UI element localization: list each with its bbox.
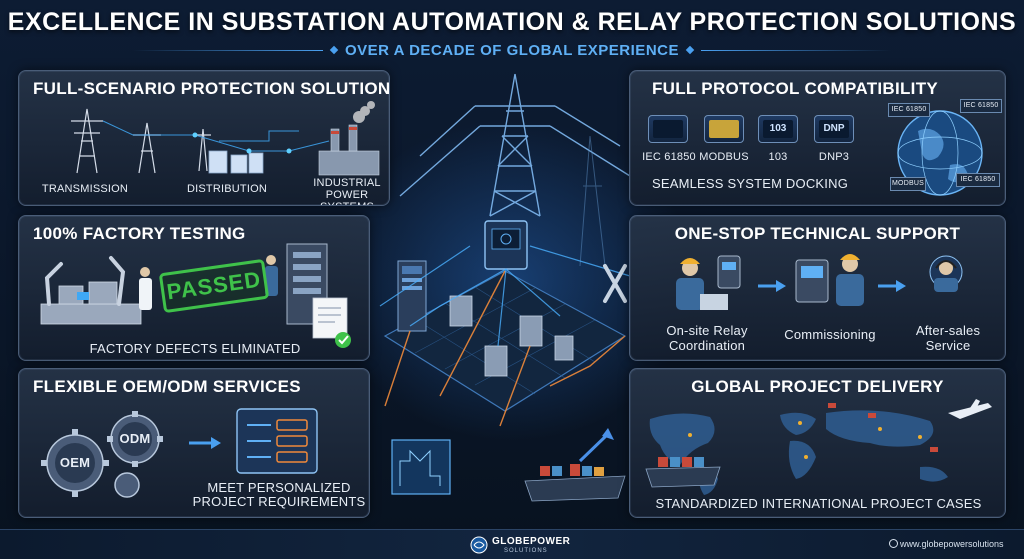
protocol-iec61850: IEC 61850 bbox=[642, 151, 696, 163]
oem-caption-line2: PROJECT REQUIREMENTS bbox=[192, 494, 366, 509]
power-grid-illustration bbox=[71, 101, 380, 176]
brand-name: GLOBEPOWER bbox=[492, 536, 571, 547]
panel-title: 100% FACTORY TESTING bbox=[33, 224, 246, 243]
support-illustration bbox=[676, 254, 963, 310]
central-substation-illustration bbox=[379, 73, 631, 502]
page-subtitle: OVER A DECADE OF GLOBAL EXPERIENCE bbox=[345, 41, 679, 59]
globe-tag: IEC 61850 bbox=[960, 99, 1002, 113]
gears-illustration bbox=[41, 408, 318, 498]
globe-logo-icon bbox=[470, 536, 488, 554]
dnp3-icon: DNP bbox=[814, 115, 854, 143]
step-aftersales-line2: Service bbox=[925, 338, 971, 353]
globe-tag: IEC 61850 bbox=[956, 173, 1000, 187]
delivery-caption: STANDARDIZED INTERNATIONAL PROJECT CASES bbox=[655, 496, 982, 511]
iec61850-icon bbox=[648, 115, 688, 143]
protocol-103: 103 bbox=[768, 151, 788, 163]
subtitle-row: OVER A DECADE OF GLOBAL EXPERIENCE bbox=[0, 40, 1024, 60]
protocol-modbus: MODBUS bbox=[699, 151, 749, 163]
divider bbox=[133, 49, 323, 51]
step-onsite-line1: On-site Relay bbox=[666, 323, 748, 338]
page-title: EXCELLENCE IN SUBSTATION AUTOMATION & RE… bbox=[7, 8, 1017, 36]
brand-logo[interactable]: GLOBEPOWER SOLUTIONS bbox=[470, 534, 580, 558]
panel-title: FLEXIBLE OEM/ODM SERVICES bbox=[33, 377, 301, 396]
protocol-dnp3: DNP3 bbox=[818, 151, 850, 163]
panel-title: ONE-STOP TECHNICAL SUPPORT bbox=[674, 224, 961, 243]
panel-full-scenario: FULL-SCENARIO PROTECTION SOLUTIONS TRANS… bbox=[18, 70, 390, 206]
panel-oem-odm: FLEXIBLE OEM/ODM SERVICES OEM ODM MEET P… bbox=[18, 368, 370, 518]
panel-title: GLOBAL PROJECT DELIVERY bbox=[691, 377, 944, 396]
panel-support: ONE-STOP TECHNICAL SUPPORT On-site Relay… bbox=[629, 215, 1006, 361]
step-aftersales-line1: After-sales bbox=[915, 323, 981, 338]
diamond-icon bbox=[329, 45, 339, 55]
diamond-icon bbox=[685, 45, 695, 55]
label-distribution: DISTRIBUTION bbox=[186, 183, 267, 195]
label-industrial: INDUSTRIAL POWER SYSTEMS bbox=[313, 177, 381, 205]
panel-title: FULL-SCENARIO PROTECTION SOLUTIONS bbox=[33, 79, 390, 98]
footer: GLOBEPOWER SOLUTIONS www.globepowersolut… bbox=[0, 529, 1024, 559]
factory-illustration bbox=[40, 243, 351, 348]
panel-protocol: FULL PROTOCOL COMPATIBILITY 103 DNP IEC … bbox=[629, 70, 1006, 206]
protocol-caption: SEAMLESS SYSTEM DOCKING bbox=[651, 176, 849, 191]
step-onsite-line2: Coordination bbox=[668, 338, 746, 353]
label-transmission: TRANSMISSION bbox=[41, 183, 129, 195]
globe-tag: MODBUS bbox=[890, 177, 926, 191]
factory-caption: FACTORY DEFECTS ELIMINATED bbox=[89, 341, 301, 356]
panel-factory-testing: 100% FACTORY TESTING PASSED FACTORY DEFE… bbox=[18, 215, 370, 361]
protocol-103-icon: 103 bbox=[758, 115, 798, 143]
globe-tag: IEC 61850 bbox=[888, 103, 930, 117]
website-url[interactable]: www.globepowersolutions bbox=[900, 539, 1004, 549]
panel-title: FULL PROTOCOL COMPATIBILITY bbox=[651, 79, 939, 98]
brand-sub: SOLUTIONS bbox=[504, 548, 548, 554]
oem-gear-label: OEM bbox=[59, 455, 91, 470]
world-map-illustration bbox=[645, 399, 992, 495]
step-commissioning: Commissioning bbox=[784, 327, 876, 342]
modbus-icon bbox=[704, 115, 744, 143]
odm-gear-label: ODM bbox=[119, 431, 151, 446]
divider bbox=[701, 49, 891, 51]
panel-delivery: GLOBAL PROJECT DELIVERY STANDARDIZED INT… bbox=[629, 368, 1006, 518]
oem-caption-line1: MEET PERSONALIZED bbox=[207, 480, 351, 495]
globe-icon bbox=[889, 539, 898, 548]
header: EXCELLENCE IN SUBSTATION AUTOMATION & RE… bbox=[0, 0, 1024, 66]
